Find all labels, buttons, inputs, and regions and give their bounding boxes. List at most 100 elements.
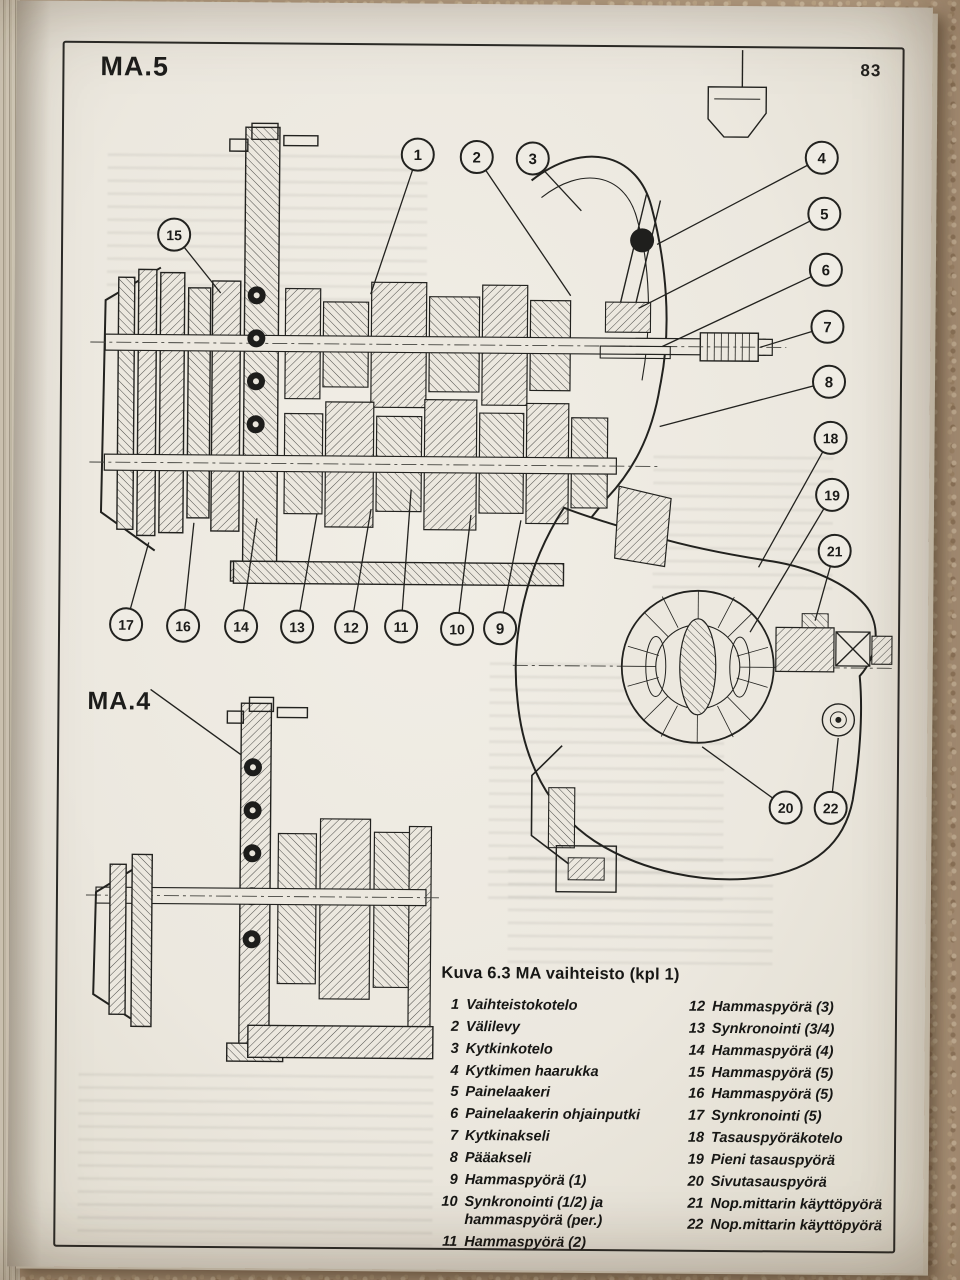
legend-item-label: Kytkinakseli [465,1128,550,1145]
callout-20: 20 [701,746,803,825]
legend-item-label: Hammaspyörä (4) [711,1042,834,1060]
callout-number: 10 [449,621,465,637]
callout-number: 11 [394,619,409,635]
legend-item-number: 21 [687,1195,704,1212]
callout-8: 8 [659,364,847,428]
legend-item-label: Painelaakeri [465,1084,551,1102]
callout-number: 6 [822,262,830,279]
legend-item: 18 Tasauspyöräkotelo [686,1129,892,1149]
legend-item-number: 4 [450,1062,459,1079]
legend-item-label: Kytkimen haarukka [465,1062,599,1080]
legend-item-number: 7 [449,1127,459,1144]
callout-number: 1 [414,147,422,164]
ma4-diagram [85,688,441,1063]
legend-item: 20 Sivutasauspyörä [686,1172,892,1192]
callout-1: 1 [370,137,435,295]
callout-2: 2 [459,140,572,297]
legend-item-label: Nop.mittarin käyttöpyörä [710,1195,883,1213]
legend-item: 21 Nop.mittarin käyttöpyörä [685,1194,891,1214]
speedometer-drive-wheel [821,703,856,737]
legend-item: 14 Hammaspyörä (4) [687,1041,893,1061]
callout-number: 5 [820,206,828,223]
legend-item-label: Tasauspyöräkotelo [711,1129,843,1148]
legend-item-label: Sivutasauspyörä [710,1173,827,1191]
callout-9: 9 [483,520,522,646]
legend-item: 17 Synkronointi (5) [686,1107,892,1127]
callout-12: 12 [334,509,372,645]
legend-item-label: Synkronointi (5) [711,1108,822,1125]
legend-item-label: Hammaspyörä (5) [711,1086,834,1104]
legend-item-label: Synkronointi (1/2) ja hammaspyörä (per.) [464,1193,604,1230]
ma5-diagram [89,50,894,893]
differential-housing-outline [514,506,877,881]
legend-item-label: Välilevy [465,1018,521,1036]
callout-7: 7 [760,309,845,348]
crown-wheel-teeth [621,590,774,743]
callout-6: 6 [662,252,843,348]
legend-item: 4 Kytkimen haarukka [441,1061,679,1082]
callout-number: 13 [289,619,305,635]
ma4-bottom-rail [246,1024,434,1060]
legend-item-number: 20 [687,1173,704,1190]
callout-17: 17 [109,542,150,642]
callout-number: 7 [823,319,831,336]
legend-item-number: 17 [688,1107,705,1125]
case-bottom-rail [232,560,565,587]
callout-number: 3 [529,151,537,168]
legend-item-label: Pieni tasauspyörä [710,1151,836,1169]
callout-11: 11 [384,489,419,644]
legend-item-number: 11 [442,1234,458,1251]
callout-19: 19 [749,477,850,633]
legend-item-number: 1 [450,996,460,1013]
legend-item: 7 Kytkinakseli [440,1127,678,1148]
callout-number: 16 [175,618,191,634]
legend-item-label: Hammaspyörä (1) [464,1171,587,1189]
mount-bracket [707,50,768,138]
legend-item-label: Pääakseli [464,1149,532,1167]
callout-number: 20 [778,800,794,816]
callout-4: 4 [656,140,839,246]
legend-item: 11 Hammaspyörä (2) [439,1233,677,1254]
legend-item-number: 10 [441,1193,458,1210]
legend-item-label: Hammaspyörä (3) [712,998,834,1016]
callout-13: 13 [280,513,318,644]
legend-item: 12 Hammaspyörä (3) [687,998,893,1018]
legend-item-number: 15 [688,1064,705,1081]
legend-item-label: Hammaspyörä (2) [464,1234,586,1252]
legend-item-number: 19 [687,1151,704,1168]
figure-caption: Kuva 6.3 MA vaihteisto (kpl 1) [441,963,680,984]
bearing-balls [246,286,266,434]
ma4-gear-stack [276,818,433,1060]
legend-item-number: 6 [450,1106,459,1123]
legend-item-number: 12 [688,998,706,1015]
callout-number: 22 [823,800,839,816]
legend-item-label: Synkronointi (3/4) [711,1020,835,1038]
callout-number: 8 [825,374,833,391]
legend-item-number: 3 [450,1040,459,1057]
callout-number: 2 [473,150,481,167]
callout-number: 17 [118,617,134,633]
legend-item-number: 9 [449,1171,458,1188]
callout-number: 15 [166,227,182,243]
callout-number: 18 [823,430,839,446]
legend-item-number: 14 [688,1042,705,1059]
ma4-end-cover [92,853,153,1028]
legend-item: 9 Hammaspyörä (1) [440,1171,678,1192]
legend-item-number: 16 [688,1086,705,1103]
legend-item: 10 Synkronointi (1/2) ja hammaspyörä (per… [439,1192,677,1232]
legend-item-number: 18 [687,1129,705,1146]
